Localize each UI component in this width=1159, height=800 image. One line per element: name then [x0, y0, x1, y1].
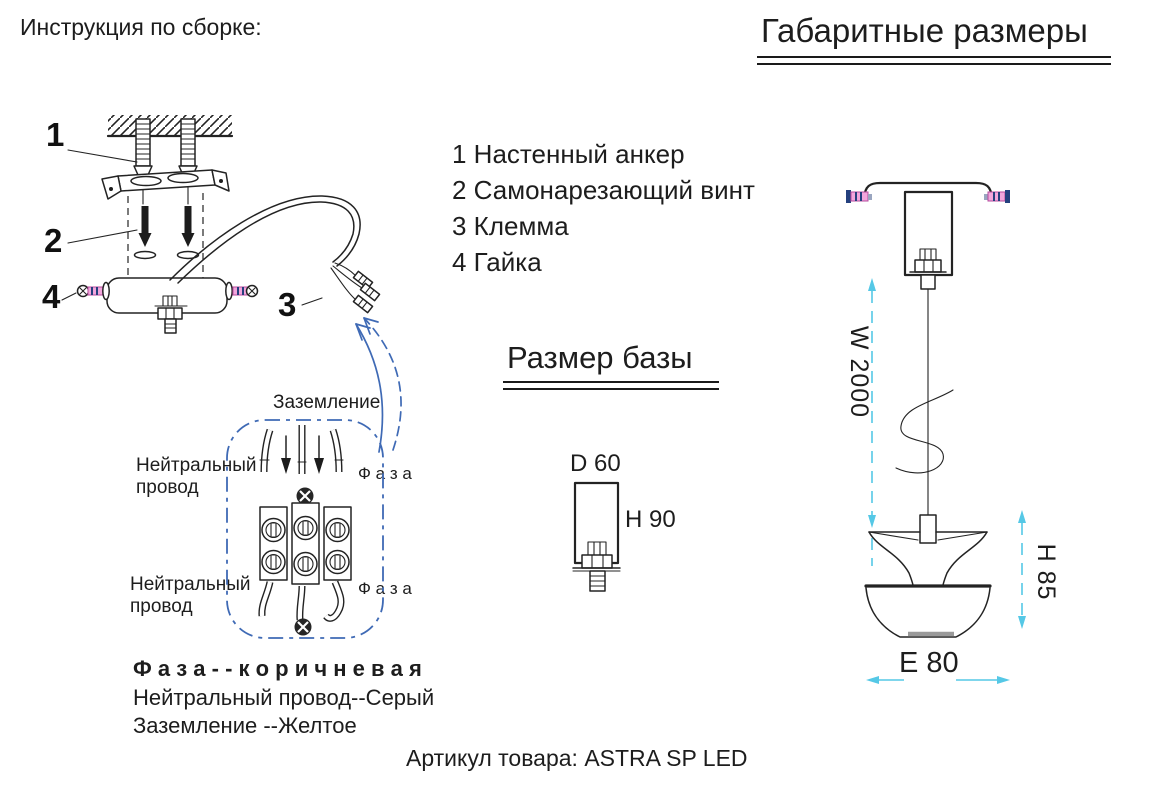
lamp-width-dimension: [866, 676, 1010, 684]
legend-phase-color: Ф а з а - - к о р и ч н е в а я: [133, 656, 422, 681]
callout-leaders: [61, 149, 323, 306]
screw-icon: [133, 206, 157, 260]
lamp-width-label: E 80: [899, 647, 959, 679]
parts-list: 1 Настенный анкер 2 Самонарезающий винт …: [452, 136, 755, 280]
alignment-guides: [110, 193, 221, 292]
ceiling-canopy: [106, 277, 228, 334]
base-diameter-label: D 60: [570, 450, 621, 477]
terminal-connector: [330, 262, 381, 314]
pendant-diagram: [846, 181, 1026, 684]
screw-head-icon: [294, 618, 312, 636]
suspension-wire: [895, 288, 954, 523]
mounting-bracket: [101, 169, 230, 200]
wire-length-dimension: [868, 278, 876, 566]
parts-list-item: 2 Самонарезающий винт: [452, 175, 755, 205]
callout-2: 2: [44, 222, 63, 259]
ceiling-hatch: [106, 115, 234, 138]
base-height-label: H 90: [625, 506, 676, 533]
terminal-block: [259, 502, 352, 585]
pendant-canopy: [903, 190, 954, 290]
phase-label-top: Ф а з а: [358, 464, 412, 483]
overall-dimensions-title: Габаритные размеры: [761, 12, 1088, 49]
base-size-underline: [503, 381, 719, 390]
phase-label-bottom: Ф а з а: [358, 579, 412, 598]
overall-dimensions-underline: [757, 56, 1111, 65]
wiring-box: [226, 419, 384, 639]
lamp-height-dimension: [1018, 510, 1026, 629]
wiring-arrow: [355, 317, 402, 453]
page-title: Инструкция по сборке:: [20, 14, 262, 40]
assembly-diagram: [61, 115, 402, 639]
power-cable: [169, 195, 361, 284]
side-screw-icon: [225, 281, 259, 301]
screw-head-icon: [296, 487, 314, 505]
callout-4: 4: [42, 278, 61, 315]
callout-3: 3: [278, 286, 297, 323]
legend-ground-color: Заземление --Желтое: [133, 713, 357, 738]
callout-1: 1: [46, 116, 65, 153]
ground-label: Заземление: [273, 392, 381, 413]
lamp-shade: [868, 514, 988, 586]
screw-icon: [176, 206, 200, 260]
pendant-bracket: [846, 181, 1010, 203]
wall-anchor-icon: [133, 118, 153, 205]
base-nut: [572, 541, 621, 592]
article-number: Артикул товара: ASTRA SP LED: [406, 745, 748, 771]
parts-list-item: 3 Клемма: [452, 211, 569, 241]
base-size-title: Размер базы: [507, 340, 693, 375]
legend-neutral-color: Нейтральный провод--Серый: [133, 685, 435, 710]
base-size-diagram: [572, 481, 621, 592]
side-screw-icon: [76, 281, 110, 301]
lamp-bowl: [864, 584, 992, 638]
neutral-wire-label-bottom: Нейтральный провод: [130, 574, 251, 617]
parts-list-item: 4 Гайка: [452, 247, 542, 277]
wall-anchor-icon: [178, 118, 198, 205]
parts-list-item: 1 Настенный анкер: [452, 139, 685, 169]
